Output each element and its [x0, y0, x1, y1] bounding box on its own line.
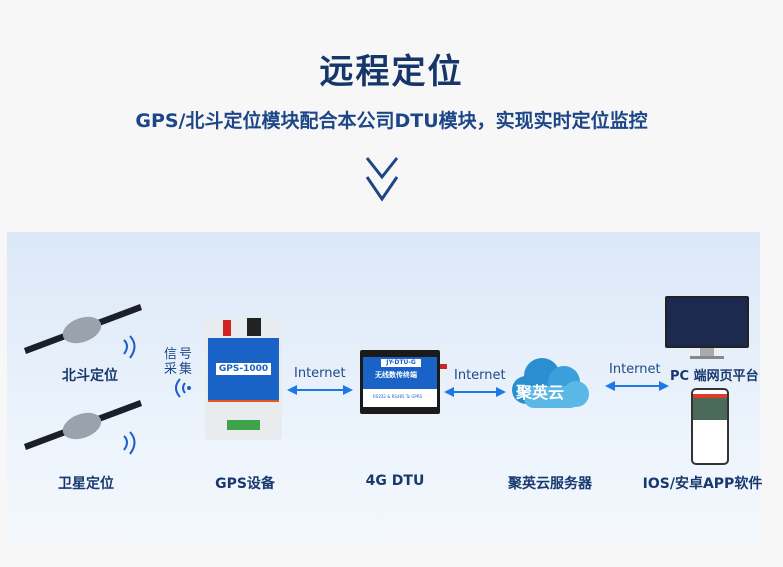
page-title: 远程定位 — [319, 52, 464, 92]
monitor-base — [690, 356, 724, 359]
gps-model: GPS-1000 — [216, 363, 271, 375]
app-header-bar — [693, 394, 727, 398]
gps-device-image: GPS-1000 — [205, 318, 282, 440]
dtu-spec: RS232 & RS485 To GPRS — [363, 389, 437, 407]
dtu-subtitle: 无线数传终端 — [375, 371, 417, 379]
app-label: IOS/安卓APP软件 — [642, 476, 763, 492]
cloud-server-label: 聚英云服务器 — [508, 476, 592, 492]
signal-label: 采集 — [164, 362, 195, 377]
phone-app-image — [691, 388, 729, 465]
bidirectional-arrow-icon — [605, 381, 669, 391]
internet-label: Internet — [294, 366, 346, 381]
satellite-label: 卫星定位 — [58, 476, 114, 492]
satellite-icon — [24, 304, 142, 359]
signal-label: 信号 — [164, 347, 195, 362]
dtu-device-image: JY-DTU-G 无线数传终端 RS232 & RS485 To GPRS — [360, 350, 447, 414]
app-banner — [693, 398, 727, 420]
bidirectional-arrow-icon — [444, 387, 506, 397]
gps-device-label: GPS设备 — [215, 476, 275, 492]
cloud-logo-text: 聚英云 — [516, 383, 565, 402]
pc-platform-label: PC 端网页平台 — [670, 369, 759, 384]
dtu-model: JY-DTU-G — [381, 359, 421, 367]
monitor-stand — [700, 348, 714, 356]
internet-label: Internet — [454, 368, 506, 383]
pc-monitor-image — [665, 296, 749, 348]
satellite-icon — [24, 400, 142, 455]
beidou-label: 北斗定位 — [62, 368, 118, 384]
bidirectional-arrow-icon — [287, 385, 353, 395]
dtu-label: 4G DTU — [365, 473, 425, 489]
internet-label: Internet — [609, 362, 661, 377]
page-subtitle: GPS/北斗定位模块配合本公司DTU模块，实现实时定位监控 — [135, 110, 648, 132]
signal-wave-icon — [175, 378, 191, 398]
cloud-icon — [512, 358, 589, 408]
chevron-down-icon — [365, 157, 399, 202]
